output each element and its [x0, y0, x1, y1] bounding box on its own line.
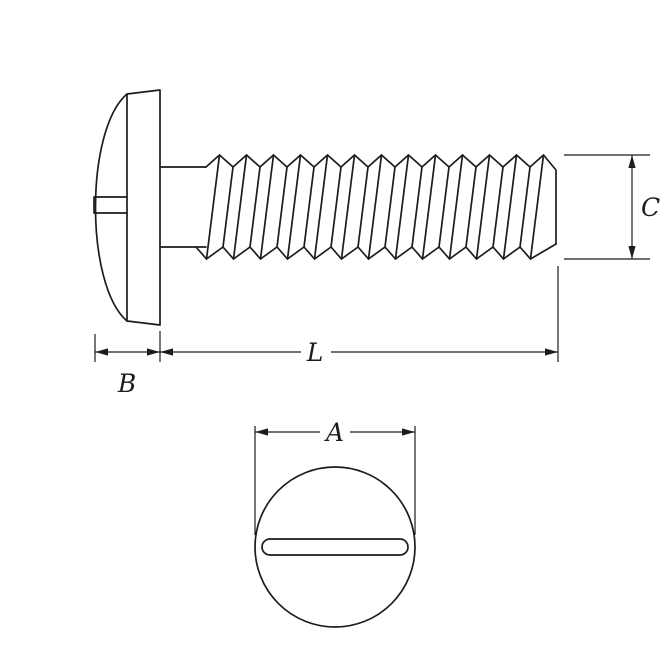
dim-label-L: L: [306, 338, 324, 367]
dimension-arrowheads: [95, 155, 636, 436]
arrowhead: [95, 348, 108, 356]
arrowhead: [160, 348, 173, 356]
screw-head-slot-front: [261, 538, 409, 556]
thread-diagonal-lines: [205, 154, 545, 260]
dimension-L: L: [160, 266, 559, 367]
thread-top-edge: [205, 154, 557, 245]
dimension-C: C: [564, 154, 660, 260]
screw-head-circle: [254, 466, 416, 628]
screw-head-slot-side: [93, 196, 128, 214]
arrowhead: [628, 246, 636, 259]
dim-label-C: C: [641, 193, 660, 222]
screw-neck-lines: [159, 166, 207, 248]
arrowhead: [255, 428, 268, 436]
dim-C-extension-lines: [564, 154, 650, 260]
screw-head-outline: [94, 89, 161, 326]
end-view: A: [254, 418, 416, 628]
dimension-annotations: C B L: [94, 154, 660, 398]
arrowhead: [402, 428, 415, 436]
dim-label-A: A: [324, 418, 344, 447]
arrowhead: [545, 348, 558, 356]
dim-label-B: B: [117, 369, 136, 398]
dim-A-extension-lines: [254, 426, 416, 535]
dimension-B: B: [94, 331, 161, 398]
dim-B-extension-lines: [94, 331, 161, 362]
side-view: [93, 89, 557, 326]
arrowhead: [628, 155, 636, 168]
dimension-A: A: [254, 418, 416, 535]
arrowhead: [147, 348, 160, 356]
